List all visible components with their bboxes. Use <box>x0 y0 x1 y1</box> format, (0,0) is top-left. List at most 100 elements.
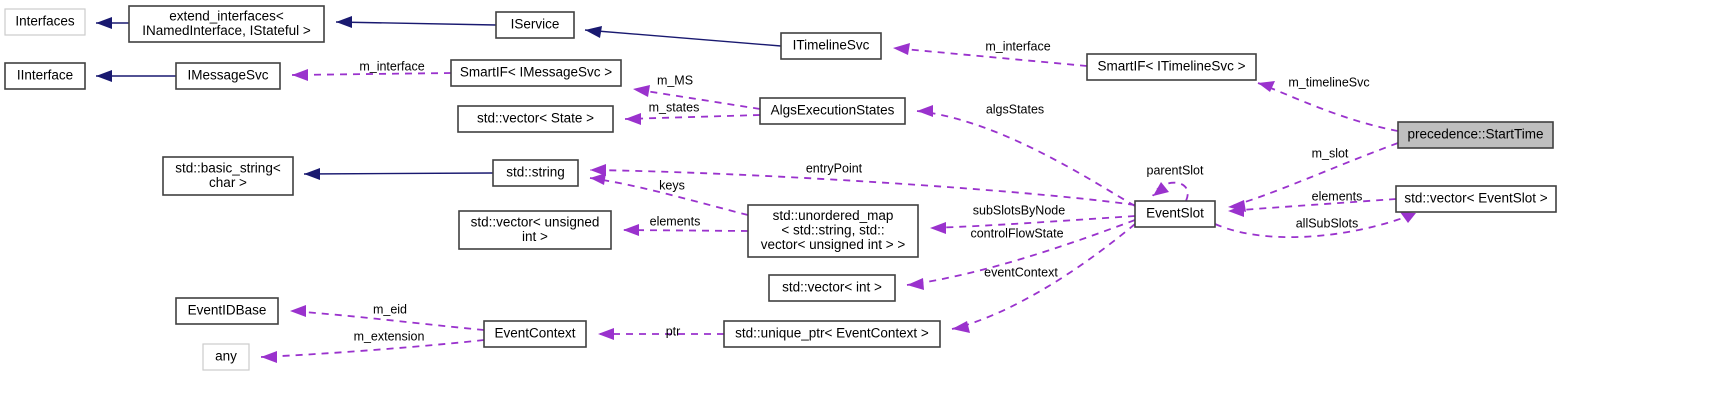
edge-usage-vectoreventslot-to-eventslot <box>1227 198 1397 217</box>
node-label: std::unique_ptr< EventContext > <box>735 326 929 341</box>
node-label: IInterface <box>17 68 73 83</box>
usage-arrowhead-icon <box>625 113 641 125</box>
node-box[interactable] <box>1397 121 1554 149</box>
node-algsexecstates[interactable]: AlgsExecutionStates <box>759 97 906 125</box>
node-extend_interfaces[interactable]: extend_interfaces<INamedInterface, IStat… <box>128 5 325 43</box>
node-eventslot[interactable]: EventSlot <box>1134 200 1216 228</box>
node-box[interactable] <box>768 274 896 302</box>
node-box[interactable] <box>450 59 622 87</box>
node-box[interactable] <box>747 204 919 258</box>
node-itimelinesvc[interactable]: ITimelineSvc <box>780 32 882 60</box>
node-box[interactable] <box>495 11 575 39</box>
usage-arrowhead-icon <box>623 224 639 236</box>
edge-label-l_m_interface_2: m_interface <box>985 39 1050 53</box>
node-any[interactable]: any <box>202 343 250 371</box>
edge-line <box>892 47 1088 67</box>
node-box[interactable] <box>759 97 906 125</box>
usage-arrowhead-icon <box>930 222 946 234</box>
node-vector_state[interactable]: std::vector< State > <box>457 105 614 133</box>
node-box[interactable] <box>1395 185 1557 213</box>
usage-arrowhead-icon <box>1228 205 1244 217</box>
node-starttime[interactable]: precedence::StartTime <box>1397 121 1554 149</box>
usage-arrowhead-icon <box>261 351 277 363</box>
edge-inherit-imessagesvc-to-iinterface <box>96 70 176 82</box>
node-box[interactable] <box>723 320 941 348</box>
node-label: int > <box>522 229 548 244</box>
node-interfaces[interactable]: Interfaces <box>4 8 86 36</box>
node-label: any <box>215 349 237 364</box>
edge-label-l_elements_map: elements <box>650 214 701 228</box>
node-label: vector< unsigned int > > <box>761 237 906 252</box>
node-box[interactable] <box>1086 53 1257 81</box>
edge-line <box>951 223 1136 330</box>
node-label: std::string <box>506 165 565 180</box>
node-std_string[interactable]: std::string <box>492 159 579 187</box>
edge-line <box>1214 212 1417 239</box>
node-box[interactable] <box>4 8 86 36</box>
edge-label-l_m_MS: m_MS <box>657 73 693 87</box>
usage-arrowhead-icon <box>893 43 910 55</box>
edge-label-l_m_interface_1: m_interface <box>359 59 424 73</box>
usage-arrowhead-icon <box>1153 182 1169 196</box>
node-box[interactable] <box>175 62 281 90</box>
edge-usage-eventslot-to-uniqueptr <box>951 223 1136 333</box>
edge-line <box>906 219 1136 286</box>
node-box[interactable] <box>483 320 587 348</box>
node-box[interactable] <box>457 105 614 133</box>
edge-usage-algsstates-to-smartifmsg <box>632 85 761 110</box>
edge-label-l_m_states: m_states <box>649 100 700 114</box>
edge-usage-eventslot-to-vectorint <box>906 219 1136 290</box>
edge-usage-smartifmsg-to-imessagesvc <box>291 69 452 81</box>
inheritance-arrowhead-icon <box>585 26 602 38</box>
node-eventcontext[interactable]: EventContext <box>483 320 587 348</box>
edge-label-l_parentSlot: parentSlot <box>1147 163 1205 177</box>
node-label: < std::string, std:: <box>781 223 884 238</box>
node-iservice[interactable]: IService <box>495 11 575 39</box>
node-smartif_msg[interactable]: SmartIF< IMessageSvc > <box>450 59 622 87</box>
edge-label-l_eventContext: eventContext <box>984 265 1058 279</box>
node-smartif_timeline[interactable]: SmartIF< ITimelineSvc > <box>1086 53 1257 81</box>
node-basic_string[interactable]: std::basic_string<char > <box>162 156 294 196</box>
node-box[interactable] <box>202 343 250 371</box>
node-label: EventIDBase <box>188 303 267 318</box>
inheritance-arrowhead-icon <box>96 17 112 29</box>
edge-usage-eventslot-parentslot-self <box>1152 181 1189 202</box>
node-imessagesvc[interactable]: IMessageSvc <box>175 62 281 90</box>
node-unique_ptr_ctx[interactable]: std::unique_ptr< EventContext > <box>723 320 941 348</box>
usage-arrowhead-icon <box>292 69 308 81</box>
edge-line <box>624 114 761 120</box>
edges-layer <box>96 16 1417 363</box>
node-box[interactable] <box>4 62 86 90</box>
edge-line <box>622 229 749 232</box>
edge-usage-map-to-string <box>589 173 749 216</box>
node-box[interactable] <box>492 159 579 187</box>
inheritance-arrowhead-icon <box>336 16 352 28</box>
node-vector_eventslot[interactable]: std::vector< EventSlot > <box>1395 185 1557 213</box>
edge-label-l_m_extension: m_extension <box>354 329 425 343</box>
node-box[interactable] <box>162 156 294 196</box>
node-box[interactable] <box>175 297 279 325</box>
node-box[interactable] <box>128 5 325 43</box>
node-iinterface[interactable]: IInterface <box>4 62 86 90</box>
edge-usage-uniqueptr-to-eventcontext <box>598 328 724 340</box>
node-label: precedence::StartTime <box>1407 127 1543 142</box>
node-vector_int[interactable]: std::vector< int > <box>768 274 896 302</box>
usage-arrowhead-icon <box>590 173 606 185</box>
node-label: std::unordered_map <box>773 208 894 223</box>
edge-line <box>1257 82 1399 132</box>
node-box[interactable] <box>780 32 882 60</box>
node-label: std::basic_string< <box>175 160 281 175</box>
edge-inherit-iservice-to-extend <box>335 16 497 28</box>
edge-line <box>1152 181 1189 202</box>
node-label: SmartIF< ITimelineSvc > <box>1097 59 1245 74</box>
node-eventidbase[interactable]: EventIDBase <box>175 297 279 325</box>
edge-line <box>260 339 485 358</box>
node-label: extend_interfaces< <box>169 8 284 23</box>
edge-line <box>916 110 1136 207</box>
node-box[interactable] <box>1134 200 1216 228</box>
node-unordered_map[interactable]: std::unordered_map< std::string, std::ve… <box>747 204 919 258</box>
edge-usage-eventslot-to-string <box>589 164 1136 206</box>
node-box[interactable] <box>458 210 612 250</box>
